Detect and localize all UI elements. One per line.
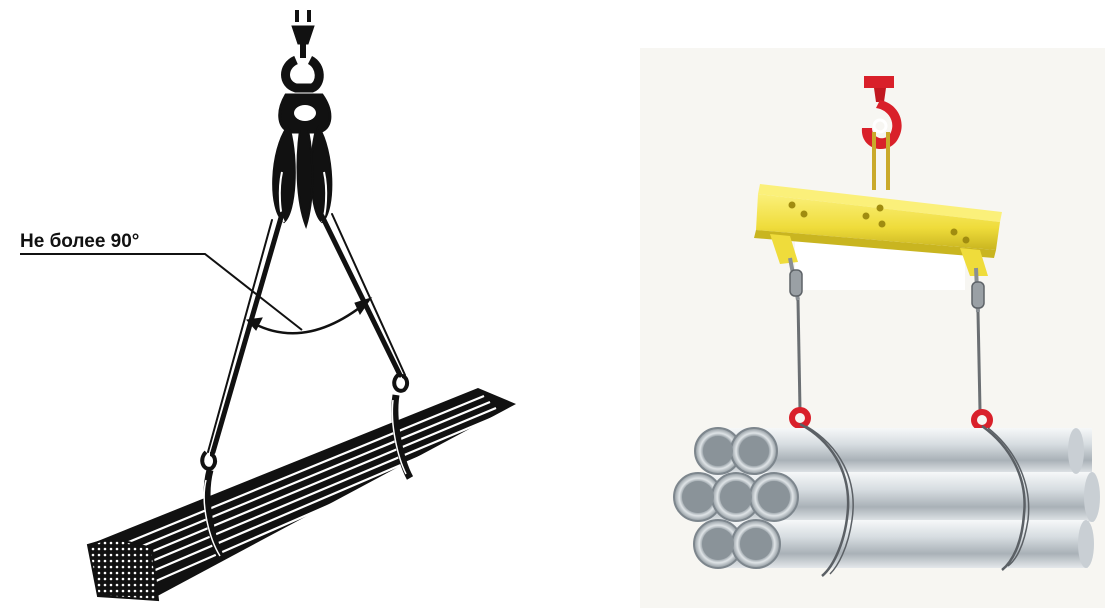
angle-indicator	[20, 254, 371, 333]
pipe-bundle	[674, 428, 1100, 568]
sling-shackle-icon	[273, 95, 331, 226]
left-figure: Не более 90°	[20, 10, 516, 600]
crane-hook-icon	[286, 10, 320, 88]
angle-limit-label: Не более 90°	[20, 231, 139, 252]
right-figure	[640, 48, 1105, 608]
bar-bundle	[88, 388, 516, 600]
